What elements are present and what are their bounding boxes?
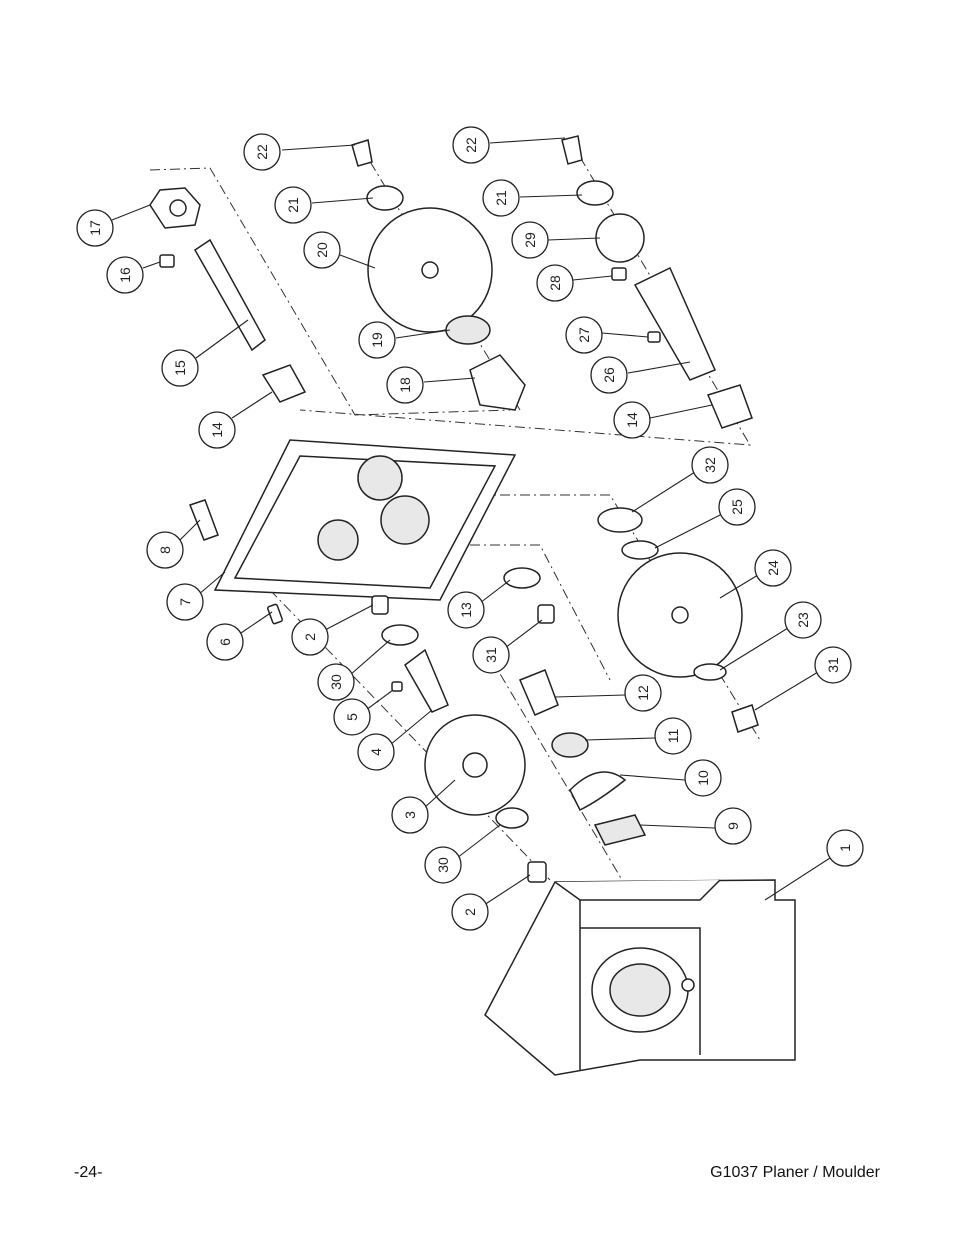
svg-text:9: 9 [725, 822, 741, 830]
callout-18: 18 [386, 366, 476, 404]
callout-10: 10 [619, 759, 722, 797]
callout-13: 13 [447, 579, 511, 629]
callout-14-left: 14 [198, 391, 273, 449]
callout-2-upper: 2 [291, 604, 374, 656]
callout-21-upper-mid: 21 [274, 186, 374, 224]
callout-26: 26 [590, 356, 691, 394]
svg-text:14: 14 [624, 412, 640, 428]
svg-text:29: 29 [522, 232, 538, 248]
callout-9: 9 [639, 807, 752, 845]
lower-middle-parts [189, 499, 647, 883]
svg-text:5: 5 [344, 713, 360, 721]
svg-text:27: 27 [576, 327, 592, 343]
callout-6: 6 [206, 611, 273, 661]
svg-text:13: 13 [458, 602, 474, 618]
svg-text:19: 19 [369, 332, 385, 348]
upper-middle-gear-parts [351, 139, 526, 411]
svg-text:14: 14 [209, 422, 225, 438]
callout-16: 16 [106, 256, 161, 294]
callout-5: 5 [333, 689, 394, 736]
svg-text:15: 15 [172, 360, 188, 376]
callout-1: 1 [764, 829, 864, 901]
svg-text:16: 16 [117, 267, 133, 283]
svg-text:30: 30 [328, 674, 344, 690]
callout-22-upper-mid: 22 [243, 133, 356, 171]
svg-text:30: 30 [435, 857, 451, 873]
callout-27: 27 [565, 316, 649, 354]
callout-23: 23 [719, 601, 822, 671]
svg-text:7: 7 [177, 598, 193, 606]
svg-text:17: 17 [87, 220, 103, 236]
callout-15: 15 [161, 319, 249, 387]
housing-part-1 [484, 879, 796, 1076]
svg-text:1: 1 [837, 844, 853, 852]
callout-22-upper-right: 22 [452, 126, 566, 164]
right-middle-gear-parts [597, 507, 759, 733]
upper-left-shaft-parts [149, 187, 307, 403]
page-number: -24- [74, 1164, 103, 1181]
callout-31-lower: 31 [472, 619, 543, 674]
svg-text:31: 31 [825, 657, 841, 673]
svg-text:25: 25 [729, 499, 745, 515]
svg-text:23: 23 [795, 612, 811, 628]
svg-text:32: 32 [702, 457, 718, 473]
svg-text:2: 2 [462, 908, 478, 916]
callout-31-right: 31 [754, 646, 852, 711]
svg-text:2: 2 [302, 633, 318, 641]
callout-30-upper: 30 [317, 639, 391, 701]
callout-20: 20 [303, 231, 376, 269]
svg-text:4: 4 [368, 748, 384, 756]
callout-4: 4 [357, 709, 433, 771]
svg-text:26: 26 [601, 367, 617, 383]
callout-25: 25 [654, 488, 756, 549]
svg-text:12: 12 [635, 685, 651, 701]
svg-text:21: 21 [493, 190, 509, 206]
callout-14-right: 14 [613, 401, 713, 439]
svg-text:10: 10 [695, 770, 711, 786]
callout-2-lower: 2 [451, 874, 531, 931]
callout-29: 29 [511, 221, 601, 259]
svg-text:20: 20 [314, 242, 330, 258]
callout-21-upper-right: 21 [482, 179, 583, 217]
callout-30-lower: 30 [424, 824, 501, 884]
svg-text:3: 3 [402, 811, 418, 819]
svg-text:11: 11 [665, 729, 681, 744]
gearbox-plate-part-7 [213, 439, 517, 601]
svg-text:6: 6 [217, 638, 233, 646]
callout-8: 8 [146, 519, 201, 569]
svg-text:31: 31 [483, 647, 499, 663]
callout-3: 3 [391, 779, 456, 834]
callout-11: 11 [584, 717, 692, 755]
svg-text:28: 28 [547, 275, 563, 291]
callout-19: 19 [358, 321, 451, 359]
callout-12: 12 [554, 674, 662, 712]
callout-17: 17 [76, 204, 151, 247]
upper-right-shaft-parts [561, 135, 753, 429]
callout-24: 24 [719, 549, 792, 599]
svg-text:24: 24 [765, 560, 781, 576]
svg-text:22: 22 [463, 137, 479, 153]
callout-28: 28 [536, 264, 613, 302]
manual-title: G1037 Planer / Moulder [710, 1164, 880, 1181]
svg-text:18: 18 [397, 377, 413, 393]
svg-text:21: 21 [285, 197, 301, 213]
callout-32: 32 [631, 446, 729, 513]
svg-text:22: 22 [254, 144, 270, 160]
svg-text:8: 8 [157, 546, 173, 554]
callout-7: 7 [166, 571, 226, 621]
